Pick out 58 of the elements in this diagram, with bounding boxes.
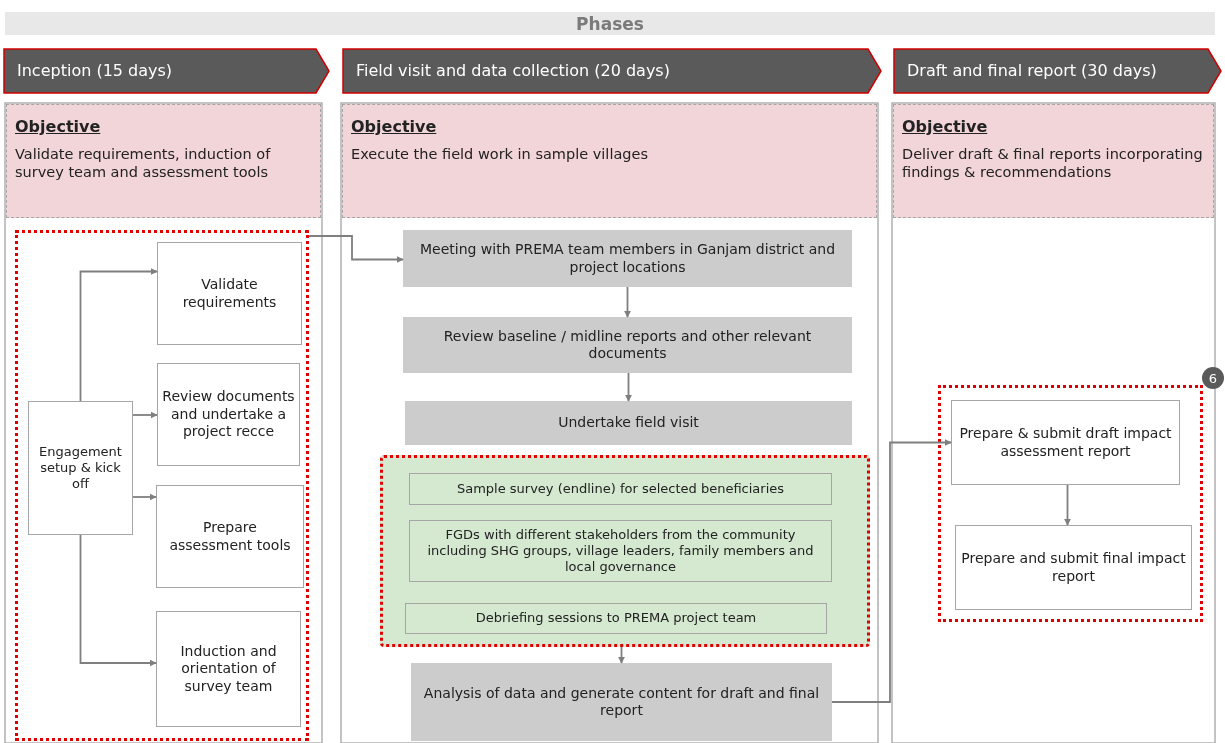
dotted-group: [15, 230, 309, 741]
process-box: [955, 525, 1192, 610]
step-label: Validate requirements: [181, 276, 278, 311]
process-box: [28, 401, 133, 535]
step-label: Debriefing sessions to PREMA project team: [475, 610, 757, 627]
process-box: [411, 663, 832, 741]
objective-text: Deliver draft & final reports incorporating findings & recommendations: [902, 145, 1204, 182]
step-label: Prepare & submit draft impact assessment report: [958, 425, 1173, 460]
process-box: [403, 317, 852, 373]
step-label: FGDs with different stakeholders from the community including SHG groups, village leaders, family members and local governance: [426, 526, 815, 576]
phase-banner: [3, 48, 330, 94]
arrow: [132, 493, 157, 501]
callout-number: 6: [1202, 367, 1224, 389]
phase-label: Field visit and data collection (20 days): [356, 61, 670, 81]
objective-heading: Objective: [902, 117, 988, 137]
process-box: [403, 230, 852, 287]
step-label: Meeting with PREMA team members in Ganjam district and project locations: [418, 241, 837, 276]
step-label: Analysis of data and generate content for draft and final report: [422, 684, 821, 720]
step-label: Sample survey (endline) for selected beneficiaries: [456, 480, 785, 498]
dotted-group: [380, 455, 870, 647]
arrow: [308, 235, 404, 264]
step-label: Review baseline / midline reports and other relevant documents: [442, 327, 813, 363]
arrow: [831, 438, 952, 703]
arrow: [624, 372, 633, 402]
arrow: [79, 267, 158, 402]
arrow: [132, 411, 158, 419]
process-box: [157, 363, 300, 466]
objective-heading: Objective: [351, 117, 437, 137]
arrow: [617, 646, 626, 664]
objective-panel: [6, 104, 321, 218]
objective-text: Execute the field work in sample villages: [351, 145, 648, 164]
process-box: [157, 242, 302, 345]
arrow: [79, 534, 157, 667]
step-label: Undertake field visit: [558, 414, 699, 432]
phase-label: Inception (15 days): [17, 61, 173, 81]
process-box: [409, 473, 832, 505]
objective-panel: [342, 104, 877, 218]
phase-banner: [342, 48, 882, 94]
step-label: Prepare assessment tools: [168, 519, 292, 554]
process-box: [405, 401, 852, 445]
phase-banner: [893, 48, 1222, 94]
process-box: [405, 603, 827, 634]
step-label: Prepare and submit final impact report: [960, 550, 1187, 585]
objective-text: Validate requirements, induction of survey team and assessment tools: [15, 145, 272, 182]
step-label: Review documents and undertake a project recce: [162, 388, 295, 441]
process-box: [156, 611, 301, 727]
title: Phases: [576, 13, 644, 34]
dotted-group: [938, 385, 1203, 622]
step-label: Engagement setup & kick off: [38, 443, 123, 493]
step-label: Induction and orientation of survey team: [179, 642, 278, 696]
arrow: [623, 286, 632, 318]
objective-heading: Objective: [15, 117, 101, 137]
objective-panel: [893, 104, 1214, 218]
process-box: [409, 520, 832, 582]
arrow: [1063, 484, 1072, 526]
process-box: [156, 485, 304, 588]
phase-label: Draft and final report (30 days): [907, 61, 1157, 81]
process-box: [951, 400, 1180, 485]
